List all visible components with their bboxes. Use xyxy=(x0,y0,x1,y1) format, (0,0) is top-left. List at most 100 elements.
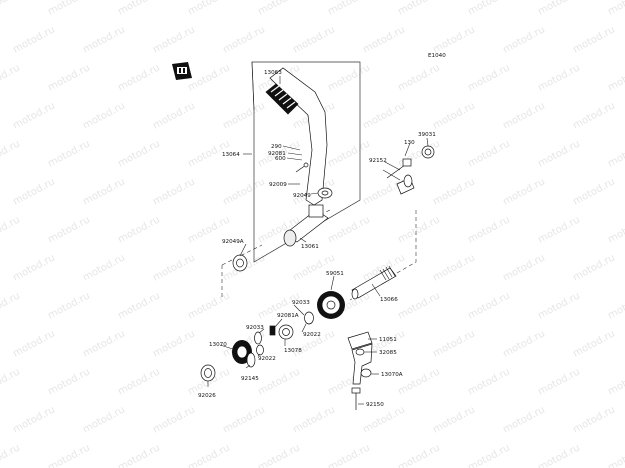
washer-92022b xyxy=(256,344,264,356)
watermark-text-15: motod.ru xyxy=(361,24,407,55)
watermark-text-58: motod.ru xyxy=(571,176,617,207)
watermark-text-66: motod.ru xyxy=(396,214,442,245)
watermark-text-12: motod.ru xyxy=(151,24,197,55)
label-92022-b: 92022 xyxy=(258,356,276,362)
watermark-text-86: motod.ru xyxy=(396,290,442,321)
watermark-text-61: motod.ru xyxy=(46,214,92,245)
watermark-text-2: motod.ru xyxy=(116,0,162,18)
label-92081: 92081 xyxy=(268,151,286,157)
watermark-text-100: motod.ru xyxy=(0,366,22,397)
watermark-text-88: motod.ru xyxy=(536,290,582,321)
watermark-text-70: motod.ru xyxy=(11,252,57,283)
watermark-text-6: motod.ru xyxy=(396,0,442,18)
watermark-text-78: motod.ru xyxy=(571,252,617,283)
watermark-text-109: motod.ru xyxy=(606,366,625,397)
watermark-text-118: motod.ru xyxy=(571,404,617,435)
watermark-text-28: motod.ru xyxy=(536,62,582,93)
label-92033-b: 92033 xyxy=(246,325,264,331)
label-13070A: 13070A xyxy=(381,372,403,378)
watermark-text-35: motod.ru xyxy=(361,100,407,131)
pivot-bolt xyxy=(295,162,309,173)
watermark-text-33: motod.ru xyxy=(221,100,267,131)
label-92049A: 92049A xyxy=(222,239,244,245)
washer-92033 xyxy=(254,331,262,345)
guide-bracket-13070A xyxy=(347,331,373,385)
leader-lines xyxy=(207,76,429,405)
watermark-text-5: motod.ru xyxy=(326,0,372,18)
kick-pedal xyxy=(265,67,328,206)
washer-92145 xyxy=(246,352,256,368)
watermark-text-9: motod.ru xyxy=(606,0,625,18)
watermark-text-42: motod.ru xyxy=(116,138,162,169)
watermark-text-51: motod.ru xyxy=(81,176,127,207)
label-92049: 92049 xyxy=(293,193,311,199)
label-290: 290 xyxy=(271,144,282,150)
watermark-text-52: motod.ru xyxy=(151,176,197,207)
watermark-text-45: motod.ru xyxy=(326,138,372,169)
label-92145: 92145 xyxy=(241,376,259,382)
watermark-text-116: motod.ru xyxy=(431,404,477,435)
watermark-text-0: motod.ru xyxy=(0,0,22,18)
watermark-text-40: motod.ru xyxy=(0,138,22,169)
watermark-text-18: motod.ru xyxy=(571,24,617,55)
watermark-text-26: motod.ru xyxy=(396,62,442,93)
watermark-text-13: motod.ru xyxy=(221,24,267,55)
label-39031: 39031 xyxy=(418,132,436,138)
diagram-code: E1040 xyxy=(428,53,446,59)
watermark-text-21: motod.ru xyxy=(46,62,92,93)
spring-13078 xyxy=(278,324,294,340)
watermark-text-8: motod.ru xyxy=(536,0,582,18)
watermark-text-110: motod.ru xyxy=(11,404,57,435)
watermark-text-102: motod.ru xyxy=(116,366,162,397)
watermark-text-114: motod.ru xyxy=(291,404,337,435)
watermark-text-96: motod.ru xyxy=(431,328,477,359)
watermark-text-87: motod.ru xyxy=(466,290,512,321)
label-92081A: 92081A xyxy=(277,313,299,319)
washer-92049 xyxy=(317,187,333,199)
label-92026: 92026 xyxy=(198,393,216,399)
watermark-text-23: motod.ru xyxy=(186,62,232,93)
watermark-text-65: motod.ru xyxy=(326,214,372,245)
clip-92081A xyxy=(269,325,276,336)
watermark-text-7: motod.ru xyxy=(466,0,512,18)
label-32085: 32085 xyxy=(379,350,397,356)
oil-seal-92049A xyxy=(232,254,248,272)
watermark-text-76: motod.ru xyxy=(431,252,477,283)
watermark-text-14: motod.ru xyxy=(291,24,337,55)
kick-shaft-boss xyxy=(283,204,329,247)
label-13078: 13078 xyxy=(284,348,302,354)
watermark-text-81: motod.ru xyxy=(46,290,92,321)
label-92150: 92150 xyxy=(366,402,384,408)
watermark-text-127: motod.ru xyxy=(466,442,512,468)
watermark-text-4: motod.ru xyxy=(256,0,302,18)
watermark-text-22: motod.ru xyxy=(116,62,162,93)
watermark-text-83: motod.ru xyxy=(186,290,232,321)
watermark-text-36: motod.ru xyxy=(431,100,477,131)
watermark-text-126: motod.ru xyxy=(396,442,442,468)
watermark-text-67: motod.ru xyxy=(466,214,512,245)
bolt-130 xyxy=(386,158,412,179)
watermark-text-98: motod.ru xyxy=(571,328,617,359)
label-11051: 11051 xyxy=(379,337,397,343)
label-92022-a: 92022 xyxy=(303,332,321,338)
watermark-text-122: motod.ru xyxy=(116,442,162,468)
watermark-text-49: motod.ru xyxy=(606,138,625,169)
watermark-text-47: motod.ru xyxy=(466,138,512,169)
watermark-text-108: motod.ru xyxy=(536,366,582,397)
watermark-text-129: motod.ru xyxy=(606,442,625,468)
watermark-text-29: motod.ru xyxy=(606,62,625,93)
washer-92022a xyxy=(304,311,314,325)
watermark-text-90: motod.ru xyxy=(11,328,57,359)
watermark-text-77: motod.ru xyxy=(501,252,547,283)
watermark-text-50: motod.ru xyxy=(11,176,57,207)
label-130: 130 xyxy=(404,140,415,146)
watermark-text-57: motod.ru xyxy=(501,176,547,207)
kick-gear-59051 xyxy=(317,291,345,319)
watermark-text-1: motod.ru xyxy=(46,0,92,18)
watermark-text-72: motod.ru xyxy=(151,252,197,283)
watermark-text-30: motod.ru xyxy=(11,100,57,131)
watermark-text-41: motod.ru xyxy=(46,138,92,169)
watermark-text-74: motod.ru xyxy=(291,252,337,283)
label-13064: 13064 xyxy=(222,152,240,158)
